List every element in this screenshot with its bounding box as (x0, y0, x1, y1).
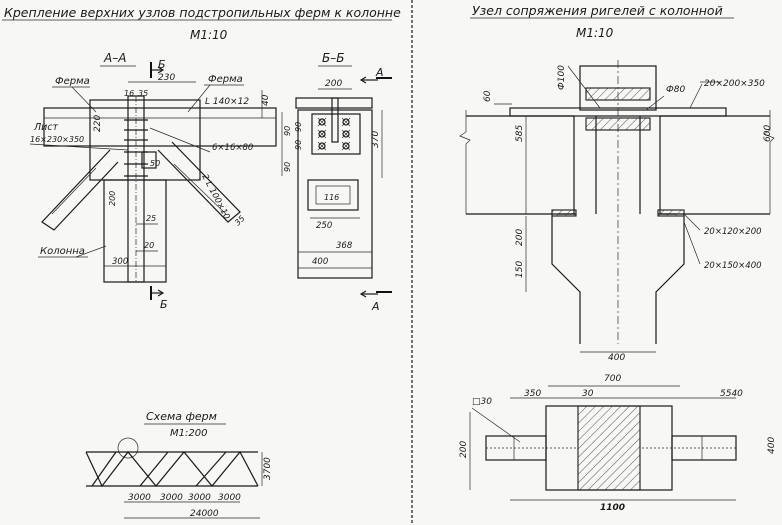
schema-scale: М1:200 (170, 428, 207, 439)
label-list: Лист (33, 122, 59, 133)
panel-0: 3000 (128, 493, 151, 503)
section-aa: А–А Б 230 16 (29, 51, 277, 311)
d80: Ф80 (666, 85, 685, 95)
dim-116: 116 (324, 193, 339, 202)
cut-b-bottom: Б (160, 298, 168, 311)
dim-90b: 90 (294, 122, 303, 132)
label-ferma-left: Ферма (55, 76, 90, 87)
plan-view: 700 350 30 5540 □30 200 400 1100 (459, 374, 777, 513)
dim-5540: 5540 (720, 389, 743, 399)
left-scale: М1:10 (190, 28, 228, 42)
dim-200-node: 200 (515, 229, 525, 246)
angle-140: L 140×12 (205, 97, 249, 107)
dim-700: 700 (604, 374, 621, 384)
dim-400-bb: 400 (312, 257, 328, 267)
section-bb-title: Б–Б (322, 51, 344, 65)
dim-24000: 24000 (190, 509, 219, 519)
dim-585: 585 (515, 125, 525, 142)
panel-2: 3000 (188, 493, 211, 503)
label-kolonna: Колонна (40, 246, 85, 257)
dim-1100: 1100 (600, 503, 625, 513)
dim-230: 230 (158, 73, 175, 83)
right-title: Узел сопряжения ригелей с колонной (472, 3, 723, 18)
dim-60: 60 (483, 90, 493, 102)
dim-90d: 90 (283, 162, 292, 172)
label-ferma-right: Ферма (208, 74, 243, 85)
bolts-label: 6×16×80 (212, 143, 253, 153)
bb-bolts (317, 117, 351, 151)
list-size: 16×230×350 (30, 135, 84, 144)
dim-350: 350 (524, 389, 541, 399)
panel-3: 3000 (218, 493, 241, 503)
d100: Ф100 (557, 65, 567, 90)
dim-50: 50 (150, 159, 160, 168)
dim-600: 600 (763, 125, 773, 142)
plate-mid: 20×120×200 (704, 227, 762, 237)
dim-400-plan: 400 (767, 437, 777, 454)
dim-3700: 3700 (263, 457, 273, 480)
dim-16: 16 (124, 89, 134, 98)
dim-35: 35 (138, 89, 148, 98)
section-aa-title: А–А (103, 51, 126, 65)
dim-90a: 90 (283, 126, 292, 136)
truss-schema: Схема ферм М1:200 3700 3000 3000 3000 30… (85, 410, 273, 519)
cut-b-top: Б (158, 58, 166, 71)
dim-250: 250 (316, 221, 332, 231)
dim-90c: 90 (294, 140, 303, 150)
cut-a-top: А (375, 66, 384, 79)
dim-40: 40 (261, 94, 271, 106)
dim-30: 30 (582, 389, 594, 399)
dim-20: 20 (144, 241, 154, 250)
left-title: Крепление верхних узлов подстропильных ф… (4, 5, 401, 20)
dim-200-aa: 200 (108, 191, 117, 206)
dim-25: 25 (146, 214, 156, 223)
plate-low: 20×150×400 (704, 261, 762, 271)
schema-title: Схема ферм (146, 410, 217, 423)
right-node-elevation: Ф100 Ф80 20×200×350 60 585 600 200 150 2… (459, 60, 775, 363)
right-scale: М1:10 (576, 26, 614, 40)
dim-400-node: 400 (608, 353, 625, 363)
sq30: □30 (472, 397, 492, 407)
dim-220: 220 (93, 115, 103, 132)
cut-a-bottom: А (371, 300, 380, 313)
dim-368: 368 (336, 241, 353, 251)
section-bb: Б–Б А 200 90 90 90 90 370 (281, 51, 392, 313)
dim-150: 150 (515, 261, 525, 278)
dim-200-plan: 200 (459, 441, 469, 458)
dim-200-bb: 200 (325, 79, 342, 89)
plate-top: 20×200×350 (704, 79, 765, 89)
dim-370: 370 (371, 131, 381, 148)
dim-300: 300 (112, 257, 128, 267)
panel-1: 3000 (160, 493, 183, 503)
